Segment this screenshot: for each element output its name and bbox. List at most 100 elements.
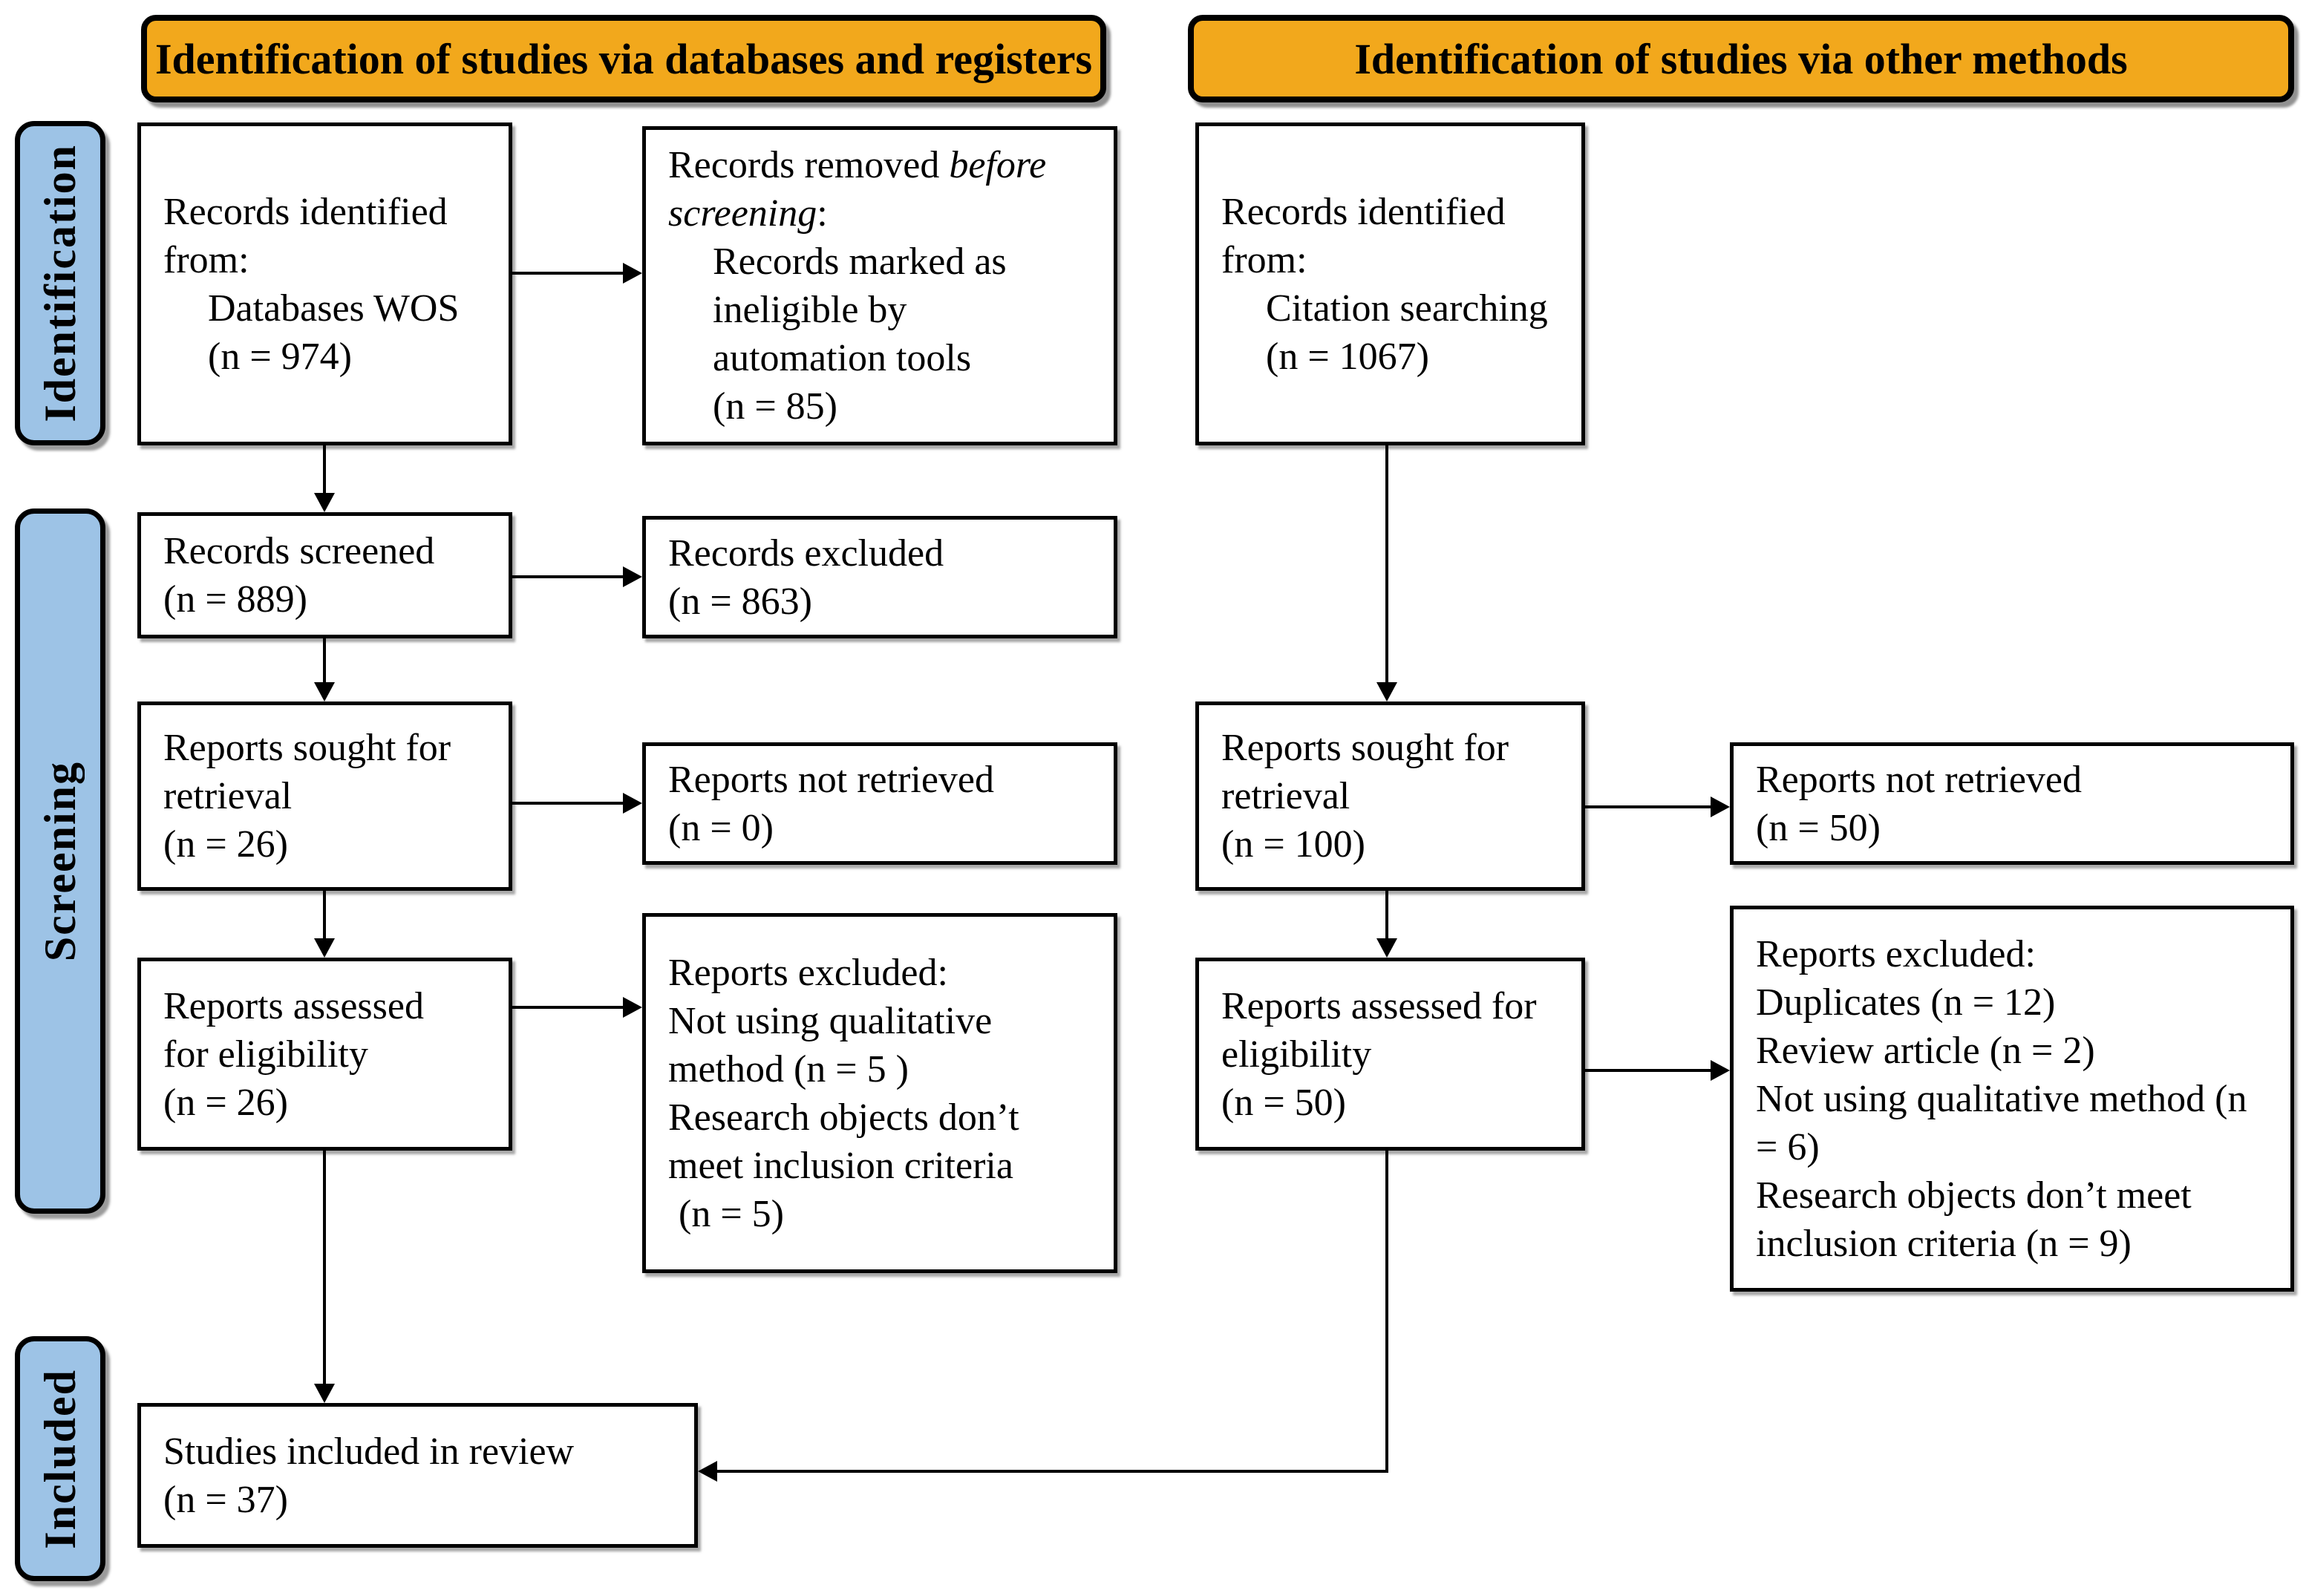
text-line: Reports sought for [1221, 727, 1509, 769]
stage-identification: Identification [15, 121, 105, 445]
text-line: Reports assessed for [1221, 984, 1537, 1027]
text-line: (n = 1067) [1266, 335, 1429, 378]
arrow-line-screened-to-sought [323, 638, 326, 682]
text-line: from: [1221, 238, 1307, 281]
text-line: eligibility [1221, 1033, 1372, 1076]
text-line: retrieval [1221, 775, 1350, 817]
arrowhead-screened-to-sought [314, 682, 335, 701]
text-line: Review article (n = 2) [1756, 1029, 2095, 1072]
banner-other-methods: Identification of studies via other meth… [1188, 15, 2294, 102]
arrowhead-identified-to-removed [623, 263, 642, 284]
box-reports-sought-citation: Reports sought for retrieval (n = 100) [1195, 701, 1585, 891]
text-line: Reports sought for [163, 727, 451, 769]
arrow-line-citassessed-to-included [717, 1470, 1388, 1473]
text-line: inclusion criteria (n = 9) [1756, 1222, 2132, 1265]
text-line: Reports excluded: [1756, 932, 2036, 975]
arrow-line-identified-to-screened [323, 445, 326, 493]
box-records-identified-databases: Records identified from: Databases WOS (n =… [137, 122, 512, 445]
text-line: (n = 37) [163, 1478, 288, 1521]
banner-databases-label: Identification of studies via databases … [154, 34, 1093, 83]
text-line: (n = 863) [668, 580, 812, 623]
box-reports-sought-databases: Reports sought for retrieval (n = 26) [137, 701, 512, 891]
text-line: from: [163, 238, 249, 281]
box-reports-assessed-databases: Reports assessed for eligibility (n = 26) [137, 958, 512, 1151]
text-line: Studies included in review [163, 1430, 575, 1473]
text-line: Records excluded [668, 532, 944, 575]
text-line: (n = 50) [1221, 1081, 1346, 1124]
text-line: Records identified [163, 190, 448, 233]
text-line: Records marked as [713, 241, 1007, 283]
arrowhead-citassessed-to-included [698, 1461, 717, 1482]
arrow-line-citation-to-sought [1385, 445, 1388, 682]
arrow-line-citassessed-to-excluded [1585, 1069, 1711, 1072]
text-line: (n = 5) [679, 1192, 784, 1235]
arrow-line-citsought-to-notretrieved [1585, 805, 1711, 808]
text-line: screening: [668, 192, 828, 235]
text-line: (n = 100) [1221, 823, 1365, 866]
text-line: for eligibility [163, 1033, 368, 1076]
arrow-line-citsought-to-assessed [1385, 891, 1388, 938]
text-line: Research objects don’t [668, 1096, 1019, 1139]
arrowhead-assessed-to-included [314, 1384, 335, 1403]
arrowhead-identified-to-screened [314, 493, 335, 512]
arrow-line-assessed-to-excluded [512, 1006, 623, 1009]
text-line: = 6) [1756, 1125, 1820, 1168]
text-line: (n = 85) [713, 385, 837, 428]
text-line: automation tools [713, 337, 972, 379]
box-records-screened: Records screened (n = 889) [137, 512, 512, 638]
text-line: Research objects don’t meet [1756, 1174, 2192, 1217]
stage-screening: Screening [15, 508, 105, 1214]
stage-screening-label: Screening [35, 760, 85, 962]
arrowhead-screened-to-excluded [623, 566, 642, 587]
text-line: (n = 26) [163, 823, 288, 866]
text-line: (n = 0) [668, 806, 774, 849]
arrowhead-sought-to-notretrieved [623, 793, 642, 814]
text-line: Reports not retrieved [1756, 758, 2082, 801]
box-reports-excluded-databases: Reports excluded: Not using qualitative me… [642, 913, 1117, 1273]
arrow-line-sought-to-assessed [323, 891, 326, 938]
banner-other-methods-label: Identification of studies via other meth… [1354, 34, 2128, 83]
arrow-line-identified-to-removed [512, 272, 623, 275]
text-line: meet inclusion criteria [668, 1144, 1013, 1187]
text-line: Reports not retrieved [668, 758, 994, 801]
stage-identification-label: Identification [35, 144, 85, 422]
text-line: Not using qualitative method (n [1756, 1077, 2247, 1120]
text-line: Databases WOS [208, 287, 460, 330]
text-line: Records identified [1221, 190, 1506, 233]
text-line: retrieval [163, 775, 293, 817]
text-line: ineligible by [713, 289, 907, 331]
banner-databases-registers: Identification of studies via databases … [141, 15, 1106, 102]
text-line: Duplicates (n = 12) [1756, 981, 2056, 1024]
box-reports-excluded-citation: Reports excluded: Duplicates (n = 12) Revi… [1730, 906, 2294, 1292]
arrowhead-sought-to-assessed [314, 938, 335, 958]
arrow-line-screened-to-excluded [512, 575, 623, 578]
arrow-line-citassessed-down [1385, 1151, 1388, 1473]
text-line: Reports assessed [163, 984, 424, 1027]
text-line: Not using qualitative [668, 999, 993, 1042]
text-line: (n = 50) [1756, 806, 1881, 849]
arrowhead-citassessed-to-excluded [1711, 1060, 1730, 1081]
box-studies-included: Studies included in review (n = 37) [137, 1403, 698, 1548]
text-line: method (n = 5 ) [668, 1047, 909, 1090]
arrow-line-sought-to-notretrieved [512, 802, 623, 805]
box-reports-assessed-citation: Reports assessed for eligibility (n = 50) [1195, 958, 1585, 1151]
arrow-line-assessed-to-included [323, 1151, 326, 1384]
text-line: (n = 889) [163, 578, 307, 621]
stage-included: Included [15, 1336, 105, 1581]
arrowhead-assessed-to-excluded [623, 997, 642, 1018]
arrowhead-citsought-to-assessed [1376, 938, 1397, 958]
text-line: Records removed before [668, 144, 1047, 186]
box-records-removed-before-screening: Records removed before screening: Records … [642, 126, 1117, 445]
box-reports-not-retrieved-databases: Reports not retrieved (n = 0) [642, 742, 1117, 865]
box-records-excluded: Records excluded (n = 863) [642, 516, 1117, 638]
box-reports-not-retrieved-citation: Reports not retrieved (n = 50) [1730, 742, 2294, 865]
text-line: Records screened [163, 530, 435, 572]
text-line: (n = 974) [208, 335, 352, 378]
text-line: Reports excluded: [668, 951, 948, 994]
stage-included-label: Included [35, 1368, 85, 1549]
text-line: (n = 26) [163, 1081, 288, 1124]
arrowhead-citation-to-sought [1376, 682, 1397, 701]
arrowhead-citsought-to-notretrieved [1711, 797, 1730, 817]
